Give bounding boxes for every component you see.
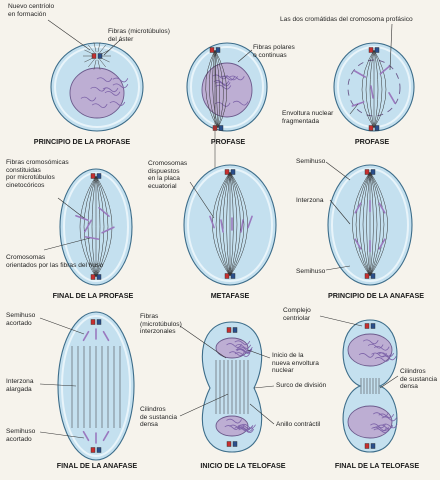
centrioles-p3b-blue [375, 126, 379, 131]
centrioles-p3a-red [369, 48, 373, 53]
label-dense-cylinders-2: Cilindros de sustancia densa [400, 368, 437, 391]
centrioles-p8a-blue [233, 328, 237, 333]
centrioles-p3b-red [369, 126, 373, 131]
caption-early-anaphase: PRINCIPIO DE LA ANAFASE [316, 291, 436, 300]
centrioles-p2a-red [210, 48, 214, 53]
centrioles-p8b-red [227, 442, 231, 447]
centrioles-p7b-blue [97, 448, 101, 453]
label-new-centriole: Nuevo centríolo en formación [8, 3, 54, 18]
caption-prophase-2: PROFASE [332, 137, 412, 146]
caption-late-telophase: FINAL DE LA TELOFASE [322, 461, 432, 470]
label-polar-fibers: Fibras polares o continuas [253, 44, 295, 59]
label-interzone: Interzona [296, 197, 324, 205]
centrioles-p6b-blue [371, 274, 375, 279]
nucleus-early-prophase [70, 68, 124, 118]
centrioles-p6a-red [365, 170, 369, 175]
label-contractile-ring: Anillo contráctil [276, 421, 320, 429]
label-long-interzone: Interzona alargada [6, 378, 34, 393]
label-two-chromatids: Las dos cromátidas del cromosoma profási… [280, 16, 413, 24]
centrioles-p2a-blue [216, 48, 220, 53]
label-fragmented-envelope: Envoltura nuclear fragmentada [282, 110, 333, 125]
nucleus-late-bottom [348, 406, 392, 438]
caption-late-anaphase: FINAL DE LA ANAFASE [42, 461, 152, 470]
caption-early-telophase: INICIO DE LA TELOFASE [188, 461, 298, 470]
centrioles-p9b-blue [371, 444, 375, 449]
label-interzonal-fibers: Fibras (microtúbulos) interzonales [140, 313, 182, 336]
centrioles-p8a-red [227, 328, 231, 333]
label-kinetochore-fibers: Fibras cromosómicas constituidas por mic… [6, 159, 69, 189]
label-short-half-spindle-bottom: Semihuso acortado [6, 428, 35, 443]
centrioles-p4b-red [91, 275, 95, 280]
label-oriented-chromosomes: Cromosomas orientados por las fibras del… [6, 254, 103, 269]
caption-early-prophase: PRINCIPIO DE LA PROFASE [12, 137, 152, 146]
centrioles-p7a-blue [97, 320, 101, 325]
label-short-half-spindle-top: Semihuso acortado [6, 312, 35, 327]
centrioles-p9a-red [365, 324, 369, 329]
label-half-spindle-bottom: Semihuso [296, 268, 325, 276]
centrioles-p4b-blue [97, 275, 101, 280]
centrioles-p4a-blue [97, 174, 101, 179]
centrioles-p5a-red [225, 170, 229, 175]
centrioles-p7b-red [91, 448, 95, 453]
caption-metaphase: METAFASE [190, 291, 270, 300]
centrioles-p8b-blue [233, 442, 237, 447]
centrioles-p6a-blue [371, 170, 375, 175]
centrioles-p6b-red [365, 274, 369, 279]
centrioles-p4a-red [91, 174, 95, 179]
caption-prophase: PROFASE [188, 137, 268, 146]
centrioles-p5b-blue [231, 274, 235, 279]
label-half-spindle-top: Semihuso [296, 158, 325, 166]
label-equatorial-plate: Cromosomas dispuestos en la placa ecuato… [148, 160, 187, 190]
centrioles-p9a-blue [371, 324, 375, 329]
centrioles-p3a-blue [375, 48, 379, 53]
caption-late-prophase: FINAL DE LA PROFASE [38, 291, 148, 300]
nucleus-telophase-bottom [216, 416, 248, 436]
centrioles-p9b-red [365, 444, 369, 449]
label-new-envelope: Inicio de la nueva envoltura nuclear [272, 352, 319, 375]
centrioles-p5a-blue [231, 170, 235, 175]
label-centriolar-complex: Complejo centriolar [283, 307, 311, 322]
label-division-furrow: Surco de división [276, 382, 326, 390]
centrioles-p5b-red [225, 274, 229, 279]
centrioles-p7a-red [91, 320, 95, 325]
label-dense-cylinders: Cilindros de sustancia densa [140, 406, 177, 429]
centrioles-p2b-blue [219, 126, 223, 131]
label-aster-fibers: Fibras (microtúbulos) del áster [108, 28, 170, 43]
